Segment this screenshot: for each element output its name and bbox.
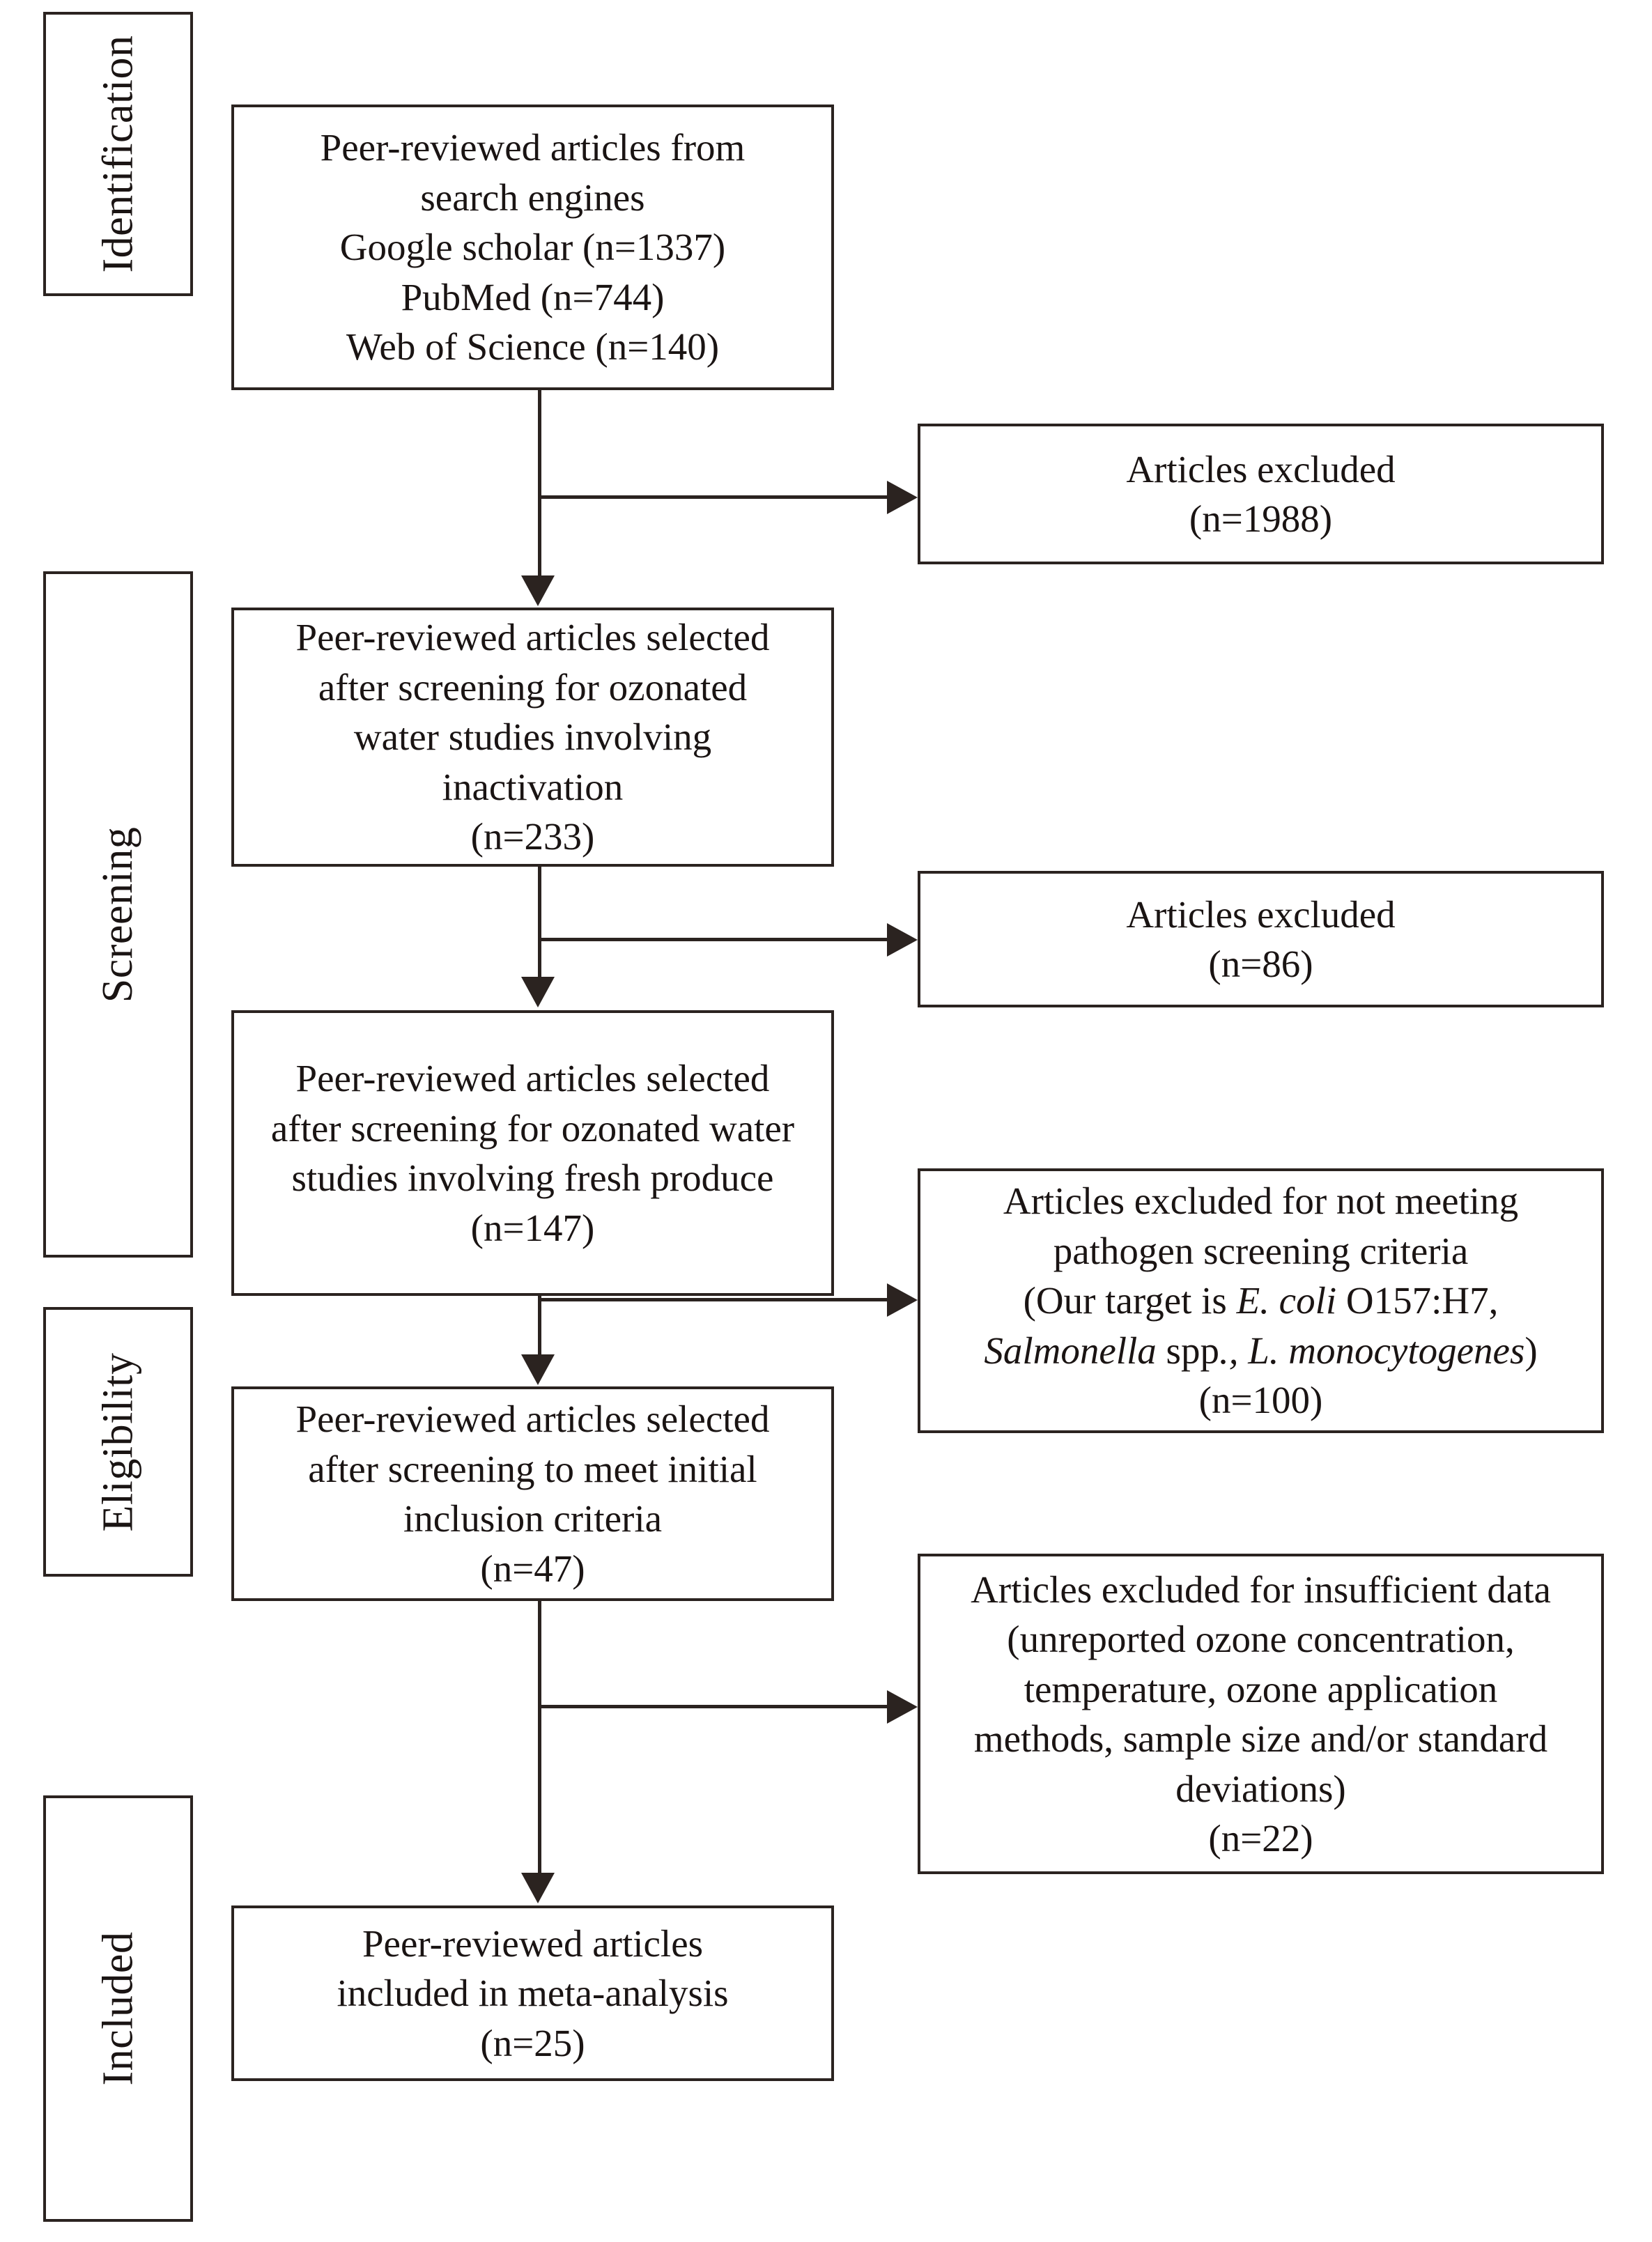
box-screened-inactivation: Peer-reviewed articles selected after sc… <box>231 608 834 867</box>
arrowhead-to-excluded-pathogen-criteria <box>887 1283 918 1317</box>
box-excluded-insufficient-data: Articles excluded for insufficient data … <box>918 1554 1604 1874</box>
arrowhead-identification-to-screening <box>521 575 555 606</box>
box-screened-inactivation-text: Peer-reviewed articles selected after sc… <box>295 616 770 858</box>
stage-label-eligibility: Eligibility <box>43 1307 193 1577</box>
arrowhead-fresh-produce-to-eligibility <box>521 1354 555 1385</box>
box-initial-inclusion-criteria: Peer-reviewed articles selected after sc… <box>231 1386 834 1601</box>
arrowhead-to-excluded-screening <box>887 923 918 957</box>
stage-label-screening-text: Screening <box>94 826 142 1003</box>
box-records-identified-text: Peer-reviewed articles from search engin… <box>320 126 746 369</box>
connector-eligibility-to-included <box>538 1601 541 1876</box>
box-initial-inclusion-criteria-text: Peer-reviewed articles selected after sc… <box>295 1398 770 1590</box>
box-records-identified: Peer-reviewed articles from search engin… <box>231 105 834 390</box>
connector-to-excluded-insufficient-data <box>538 1705 890 1708</box>
box-excluded-initial-text: Articles excluded (n=1988) <box>1126 447 1396 541</box>
connector-screening-to-fresh-produce <box>538 867 541 980</box>
connector-to-excluded-pathogen-criteria <box>538 1298 890 1301</box>
stage-label-included: Included <box>43 1795 193 2222</box>
box-excluded-screening: Articles excluded (n=86) <box>918 871 1604 1007</box>
stage-label-included-text: Included <box>94 1931 142 2086</box>
box-included-meta-analysis: Peer-reviewed articles included in meta-… <box>231 1905 834 2081</box>
connector-to-excluded-initial <box>538 495 890 499</box>
box-excluded-insufficient-data-text: Articles excluded for insufficient data … <box>971 1568 1551 1860</box>
box-screened-fresh-produce: Peer-reviewed articles selected after sc… <box>231 1010 834 1296</box>
arrowhead-eligibility-to-included <box>521 1873 555 1903</box>
stage-label-screening: Screening <box>43 571 193 1258</box>
stage-label-identification-text: Identification <box>94 35 142 273</box>
box-included-meta-analysis-text: Peer-reviewed articles included in meta-… <box>337 1922 729 2064</box>
connector-fresh-produce-to-eligibility <box>538 1296 541 1357</box>
arrowhead-to-excluded-insufficient-data <box>887 1690 918 1724</box>
box-excluded-screening-text: Articles excluded (n=86) <box>1126 892 1396 986</box>
connector-identification-to-screening <box>538 390 541 578</box>
arrowhead-screening-to-fresh-produce <box>521 977 555 1007</box>
stage-label-eligibility-text: Eligibility <box>94 1352 142 1531</box>
stage-label-identification: Identification <box>43 12 193 296</box>
connector-to-excluded-screening <box>538 938 890 941</box>
box-screened-fresh-produce-text: Peer-reviewed articles selected after sc… <box>270 1057 795 1249</box>
arrowhead-to-excluded-initial <box>887 481 918 514</box>
box-excluded-initial: Articles excluded (n=1988) <box>918 424 1604 564</box>
